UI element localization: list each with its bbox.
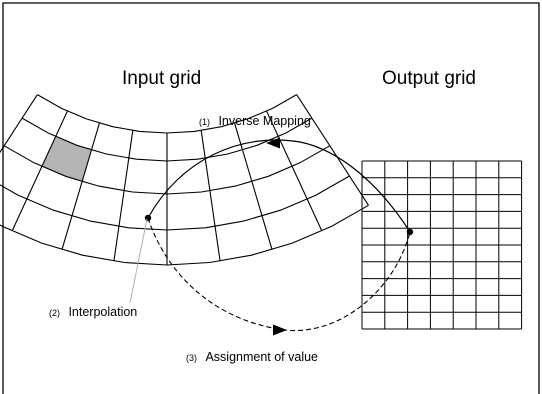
input-grid-spoke <box>200 130 221 262</box>
step-3-text: Assignment of value <box>205 350 318 364</box>
input-grid-arc <box>0 204 369 266</box>
inverse-mapping-arrowhead <box>266 137 280 149</box>
step-3-number: (3) <box>186 353 197 363</box>
step-2-number: (2) <box>49 308 60 318</box>
step-2-text: Interpolation <box>68 305 137 319</box>
step-1-text: Inverse Mapping <box>218 114 310 128</box>
assignment-arrowhead <box>273 324 287 336</box>
output-grid-title: Output grid <box>382 68 476 89</box>
step-3-label: (3) Assignment of value <box>186 348 318 365</box>
input-grid-spoke <box>296 94 369 206</box>
interpolation-guide-line <box>129 218 148 304</box>
step-1-number: (1) <box>199 117 210 127</box>
input-grid-arc <box>0 175 350 231</box>
input-grid-spoke <box>11 110 68 232</box>
step-1-label: (1) Inverse Mapping <box>199 112 311 129</box>
input-sample-point <box>144 214 152 222</box>
input-grid-spoke <box>0 94 38 154</box>
output-sample-point <box>406 228 414 236</box>
input-grid-spoke <box>113 130 134 262</box>
input-grid <box>0 94 369 266</box>
highlighted-input-cell <box>41 136 92 182</box>
step-2-label: (2) Interpolation <box>49 303 137 320</box>
assignment-arrow <box>147 217 411 332</box>
input-grid-title: Input grid <box>122 68 201 89</box>
input-grid-spoke <box>266 110 323 232</box>
output-grid <box>361 160 523 330</box>
input-grid-spoke <box>61 123 100 250</box>
inverse-mapping-arrow <box>147 139 411 233</box>
